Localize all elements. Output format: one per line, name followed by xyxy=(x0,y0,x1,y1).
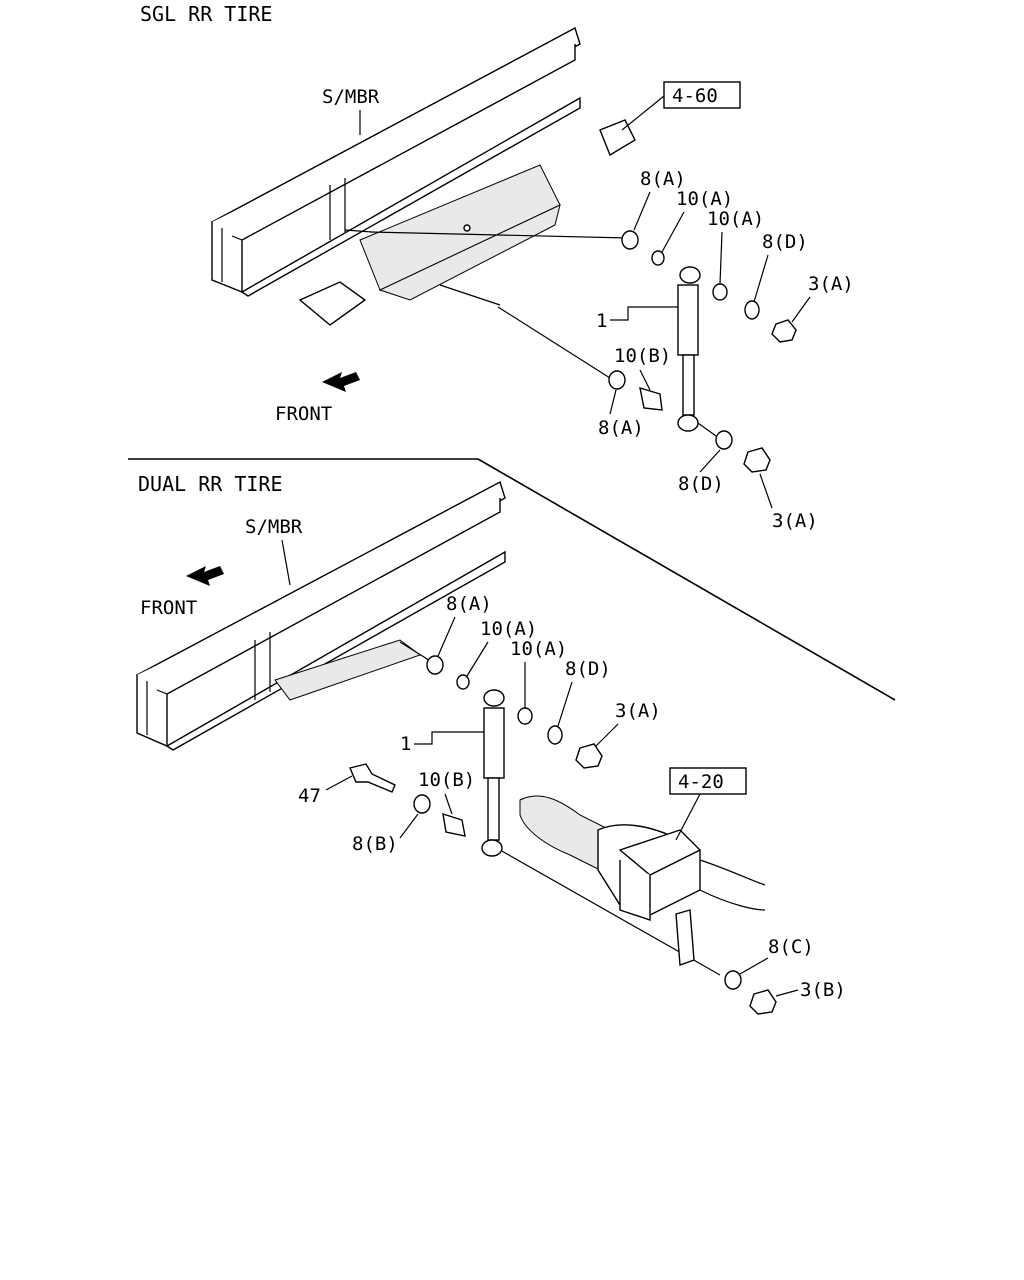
callout-8c-leader xyxy=(739,957,769,975)
callout-8a-upper: 8(A) xyxy=(640,168,686,190)
axle-housing xyxy=(519,795,766,966)
front-label-single: FRONT xyxy=(275,403,332,425)
callout-1-dual: 1 xyxy=(400,733,411,755)
callout-8b-leader xyxy=(399,813,419,839)
callout-10b-single-leader xyxy=(639,369,651,391)
bolt-47 xyxy=(349,763,396,793)
leader-upper-dual xyxy=(399,641,433,663)
bushing-10b xyxy=(639,386,663,411)
washer-8d-lower xyxy=(715,430,733,450)
side-member-frame-single xyxy=(210,26,581,297)
nut-3a-upper xyxy=(771,319,797,343)
leaf-spring-single xyxy=(298,119,636,326)
washer-8a-lower xyxy=(608,370,626,390)
callout-10a-2: 10(A) xyxy=(707,208,764,230)
callout-1-single-leader xyxy=(610,306,678,321)
section-title-single: SGL RR TIRE xyxy=(140,2,272,26)
bushing-10a-1 xyxy=(651,250,665,266)
callout-8a-dual-leader xyxy=(437,616,456,657)
ref-box-leader-dual xyxy=(675,793,701,841)
callout-1-single: 1 xyxy=(596,310,607,332)
nut-3a-lower xyxy=(743,447,771,473)
bushing-10a-2-dual xyxy=(517,707,533,725)
callout-8a-dual: 8(A) xyxy=(446,593,492,615)
callout-10a-2-dual: 10(A) xyxy=(510,638,567,660)
callout-3a-upper: 3(A) xyxy=(808,273,854,295)
callout-3a-lower: 3(A) xyxy=(772,510,818,532)
callout-1-dual-leader xyxy=(414,731,484,745)
callout-10b-dual: 10(B) xyxy=(418,769,475,791)
nut-3a-dual xyxy=(575,743,603,769)
leader-upper-bolt xyxy=(369,231,629,239)
callout-10a-1-leader xyxy=(661,211,685,253)
callout-10b-single: 10(B) xyxy=(614,345,671,367)
callout-8c: 8(C) xyxy=(768,936,814,958)
ref-box-4-60[interactable] xyxy=(663,81,741,109)
callout-47: 47 xyxy=(298,785,321,807)
front-arrow-dual xyxy=(186,566,224,586)
leader-lower-bolt xyxy=(497,306,611,379)
section-title-dual: DUAL RR TIRE xyxy=(138,472,283,496)
bushing-10b-dual xyxy=(442,812,466,837)
washer-8b xyxy=(413,794,431,814)
nut-3b xyxy=(749,989,777,1015)
callout-3b-leader xyxy=(775,989,799,997)
frame-label-dual: S/MBR xyxy=(245,516,303,538)
callout-8d-lower-leader xyxy=(699,449,721,473)
front-label-dual: FRONT xyxy=(140,597,197,619)
callout-3a-dual: 3(A) xyxy=(615,700,661,722)
callout-3a-upper-leader xyxy=(791,296,811,323)
washer-8c xyxy=(724,970,742,990)
callout-8a-upper-leader xyxy=(633,191,651,231)
callout-8d-lower: 8(D) xyxy=(678,473,724,495)
callout-10a-1: 10(A) xyxy=(676,188,733,210)
washer-8d-dual xyxy=(547,725,563,745)
washer-8d-upper xyxy=(744,300,760,320)
ref-box-4-20-label: 4-20 xyxy=(678,771,724,793)
ref-box-leader-single xyxy=(621,95,665,131)
callout-47-leader xyxy=(325,775,353,791)
section-divider xyxy=(128,458,896,701)
frame-label-single: S/MBR xyxy=(322,86,380,108)
ref-box-4-20[interactable] xyxy=(669,767,747,795)
callout-10a-1-dual-leader xyxy=(466,641,489,677)
callout-3a-lower-leader xyxy=(759,473,773,509)
callout-8d-upper-leader xyxy=(753,254,769,303)
callout-10a-2-leader xyxy=(719,231,723,285)
washer-8a-dual xyxy=(426,655,444,675)
shock-absorber-single xyxy=(677,266,701,432)
dual-section: DUAL RR TIRE S/MBR FRONT xyxy=(135,472,846,1015)
callout-8d-dual-leader xyxy=(557,681,573,727)
frame-leader-dual xyxy=(281,539,291,586)
callout-3a-dual-leader xyxy=(595,723,619,747)
bushing-10a-1-dual xyxy=(456,674,470,690)
callout-10b-dual-leader xyxy=(444,793,453,815)
callout-8b: 8(B) xyxy=(352,833,398,855)
callout-8a-lower: 8(A) xyxy=(598,417,644,439)
callout-10a-1-dual: 10(A) xyxy=(480,618,537,640)
washer-8a-upper xyxy=(621,230,639,250)
callout-8a-lower-leader xyxy=(609,389,617,415)
side-member-frame-dual xyxy=(135,480,506,751)
callout-8d-upper: 8(D) xyxy=(762,231,808,253)
bushing-10a-2 xyxy=(712,283,728,301)
sgl-section: SGL RR TIRE S/MBR 4-60 xyxy=(140,2,854,532)
ref-box-4-60-label: 4-60 xyxy=(672,85,718,107)
shock-absorber-dual xyxy=(481,689,505,857)
callout-8d-dual: 8(D) xyxy=(565,658,611,680)
callout-3b: 3(B) xyxy=(800,979,846,1001)
front-arrow-single xyxy=(322,372,360,392)
leader-shock-lower-single xyxy=(697,422,717,437)
